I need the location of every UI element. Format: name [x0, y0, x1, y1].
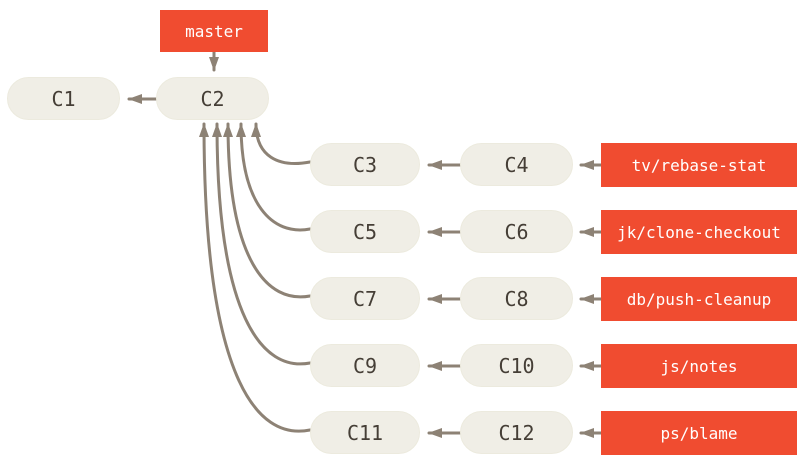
- commit-node-c10: C10: [460, 344, 573, 387]
- branch-label-db-push-cleanup: db/push-cleanup: [601, 277, 797, 321]
- commit-node-c4: C4: [460, 143, 573, 186]
- commit-node-c12: C12: [460, 411, 573, 454]
- edge-c7-to-c2: [223, 122, 312, 299]
- branch-label-js-notes: js/notes: [601, 344, 797, 388]
- edge-c5-to-c2: [236, 122, 312, 232]
- branch-label-tv-rebase-stat: tv/rebase-stat: [601, 143, 797, 187]
- commit-node-c8: C8: [460, 277, 573, 320]
- commit-node-c7: C7: [310, 277, 420, 320]
- commit-node-c9: C9: [310, 344, 420, 387]
- branch-label-jk-clone-checkout: jk/clone-checkout: [601, 210, 797, 254]
- edge-c11-to-c2: [199, 122, 312, 433]
- edge-c3-to-c2: [251, 122, 312, 165]
- commit-node-c1: C1: [7, 77, 120, 120]
- commit-node-c2: C2: [156, 77, 269, 120]
- commit-node-c11: C11: [310, 411, 420, 454]
- branch-label-ps-blame: ps/blame: [601, 411, 797, 455]
- branch-label-master: master: [160, 10, 268, 52]
- commit-node-c3: C3: [310, 143, 420, 186]
- commit-node-c6: C6: [460, 210, 573, 253]
- edge-c9-to-c2: [212, 122, 312, 366]
- commit-node-c5: C5: [310, 210, 420, 253]
